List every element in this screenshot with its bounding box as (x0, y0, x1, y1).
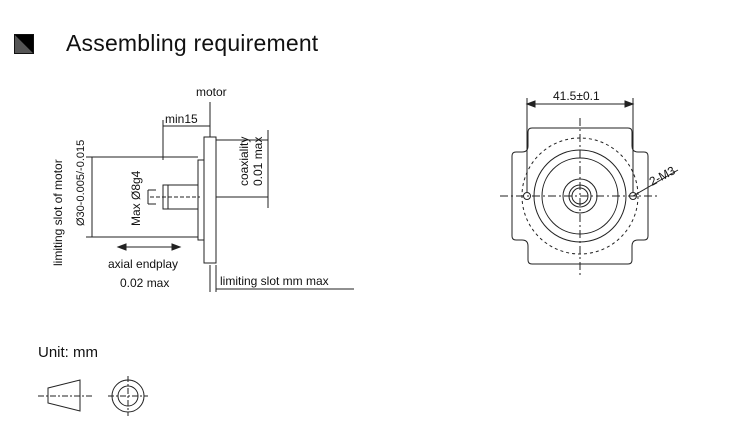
page-title: Assembling requirement (66, 30, 319, 56)
projection-cone (47, 379, 81, 412)
shaft-label: Max Ø8g4 (129, 170, 143, 226)
coaxiality-value: 0.01 max (251, 137, 265, 186)
limiting-slot-tol: Ø30-0.005/-0.015 (75, 140, 87, 226)
unit-label: Unit: mm (38, 344, 98, 361)
header: Assembling requirement (14, 30, 318, 57)
motor-flange (197, 159, 205, 241)
motor-label: motor (196, 85, 227, 99)
holes-label: 2-M3 (647, 163, 678, 188)
front-flange (511, 127, 649, 265)
limiting-slot-label: limiting slot of motor (51, 159, 65, 266)
axial-value: 0.02 max (120, 276, 169, 290)
black-triangle-square-icon (14, 33, 34, 54)
width-dim: 41.5±0.1 (553, 89, 600, 103)
motor-body (203, 136, 217, 264)
axial-label: axial endplay (108, 257, 178, 271)
min-label: min15 (165, 112, 198, 126)
coaxiality-label: coaxiality (237, 137, 251, 186)
limiting-slot-mm: limiting slot mm max (220, 274, 329, 288)
